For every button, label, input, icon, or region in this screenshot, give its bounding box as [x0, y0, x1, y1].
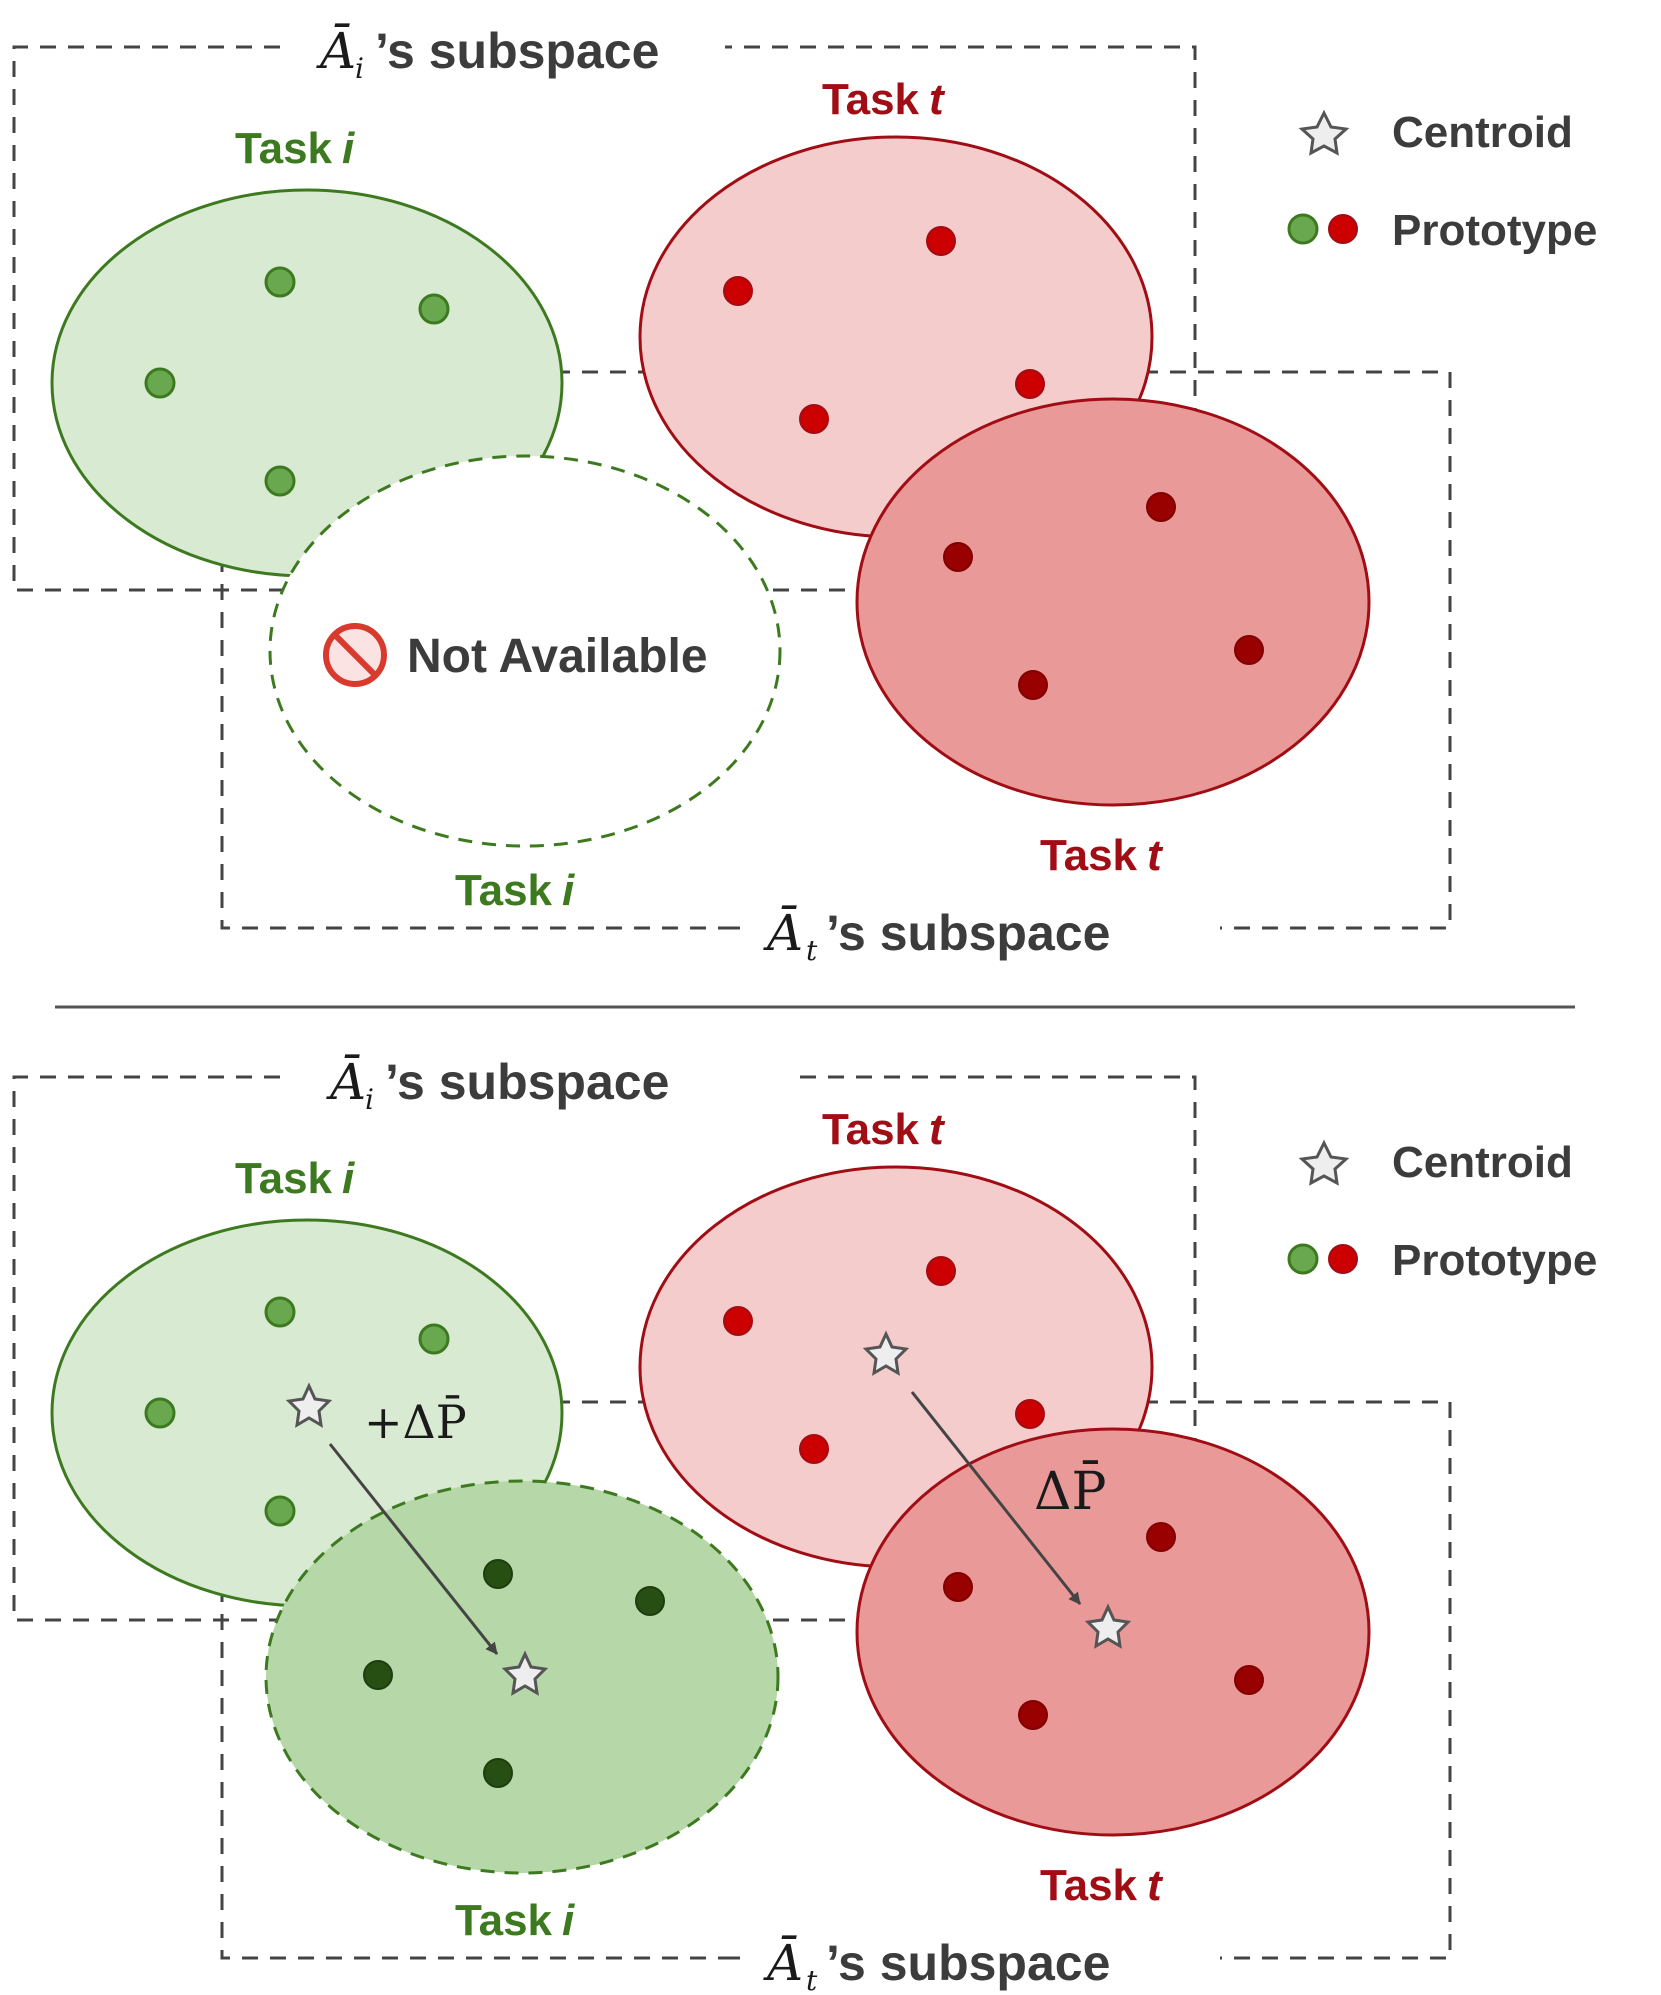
prototype-dot — [1234, 1665, 1264, 1695]
not-available-text: Not Available — [407, 630, 708, 683]
prototype-dot — [1234, 635, 1264, 665]
delta-label: ΔP̄ — [1034, 1461, 1107, 1522]
centroid-star-icon — [501, 1650, 549, 1696]
svg-text:t: t — [806, 1964, 818, 1995]
task-t-prototypes-light — [723, 226, 1045, 434]
prototype-dot — [144, 1397, 176, 1429]
prototype-dot — [926, 226, 956, 256]
svg-text:Ā: Ā — [316, 22, 356, 80]
prototype-dot — [1146, 1522, 1176, 1552]
prototype-dot — [799, 1434, 829, 1464]
prohibited-icon — [323, 623, 387, 687]
delta-plus-label: +ΔP̄ — [364, 1394, 467, 1449]
star-icon — [1298, 109, 1350, 156]
prototype-dot — [363, 1660, 393, 1690]
prototype-dot — [264, 266, 296, 298]
prototype-dot — [1015, 1399, 1045, 1429]
subspace-t-title: Ā t ’s subspace — [763, 904, 1110, 967]
svg-text:’s subspace: ’s subspace — [385, 1054, 669, 1110]
svg-text:Ā: Ā — [326, 1053, 366, 1111]
svg-text:i: i — [365, 1083, 374, 1116]
prototype-dot — [418, 293, 450, 325]
star-icon — [1298, 1139, 1350, 1186]
prototype-dot — [926, 1256, 956, 1286]
svg-text:Centroid: Centroid — [1392, 108, 1573, 157]
prototype-dot — [418, 1323, 450, 1355]
task-i-prototypes-reconstructed — [363, 1559, 665, 1788]
prototype-dot — [264, 1495, 296, 1527]
subspace-t-title-bottom: Ā t ’s subspace — [763, 1934, 1110, 1995]
task-t-dark-ellipse — [855, 397, 1371, 807]
svg-text:Prototype: Prototype — [1392, 1236, 1597, 1285]
task-t-prototypes-dark — [943, 492, 1264, 700]
prototype-dot — [723, 276, 753, 306]
task-i-prototypes — [144, 266, 450, 497]
prototype-dot — [483, 1559, 513, 1589]
legend-top: Centroid Prototype — [1287, 108, 1597, 255]
subspace-i-title: Ā i ’s subspace — [316, 22, 659, 85]
delta-arrow-i — [328, 1443, 499, 1655]
svg-text:Prototype: Prototype — [1392, 206, 1597, 255]
svg-text:’s subspace: ’s subspace — [826, 1935, 1110, 1991]
centroid-star-icon — [1084, 1603, 1132, 1649]
prototype-dot — [635, 1586, 665, 1616]
delta-arrow-t — [910, 1391, 1082, 1605]
legend-bottom: Centroid Prototype — [1287, 1138, 1597, 1285]
svg-text:Ā: Ā — [763, 904, 803, 962]
prototype-dot — [1018, 1700, 1048, 1730]
dot-pair-icon — [1287, 213, 1319, 245]
prototype-dot — [723, 1306, 753, 1336]
prototype-dot — [483, 1758, 513, 1788]
subspace-i-title-bottom: Ā i ’s subspace — [326, 1053, 669, 1116]
prototype-dot — [943, 1572, 973, 1602]
centroid-star-icon — [285, 1382, 333, 1428]
subspace-box-i — [12, 45, 1197, 592]
centroid-star-icon — [862, 1330, 910, 1376]
svg-text:i: i — [355, 52, 364, 85]
prototype-dot — [144, 367, 176, 399]
svg-text:Centroid: Centroid — [1392, 1138, 1573, 1187]
prototype-dot — [264, 1296, 296, 1328]
prototype-dot — [1018, 670, 1048, 700]
task-i-prototypes-bottom — [144, 1296, 450, 1527]
task-i-unavailable-ellipse — [268, 454, 782, 848]
prototype-dot — [264, 465, 296, 497]
dot-pair-icon — [1287, 1243, 1319, 1275]
task-t-prototypes-light-bottom — [723, 1256, 1045, 1464]
prototype-dot — [943, 542, 973, 572]
prototype-dot — [1015, 369, 1045, 399]
task-t-prototypes-dark-bottom — [943, 1522, 1264, 1730]
svg-text:’s subspace: ’s subspace — [826, 905, 1110, 961]
svg-text:’s subspace: ’s subspace — [375, 23, 659, 79]
svg-text:t: t — [806, 934, 818, 967]
svg-text:Ā: Ā — [763, 1934, 803, 1992]
prototype-dot — [1146, 492, 1176, 522]
prototype-dot — [799, 404, 829, 434]
